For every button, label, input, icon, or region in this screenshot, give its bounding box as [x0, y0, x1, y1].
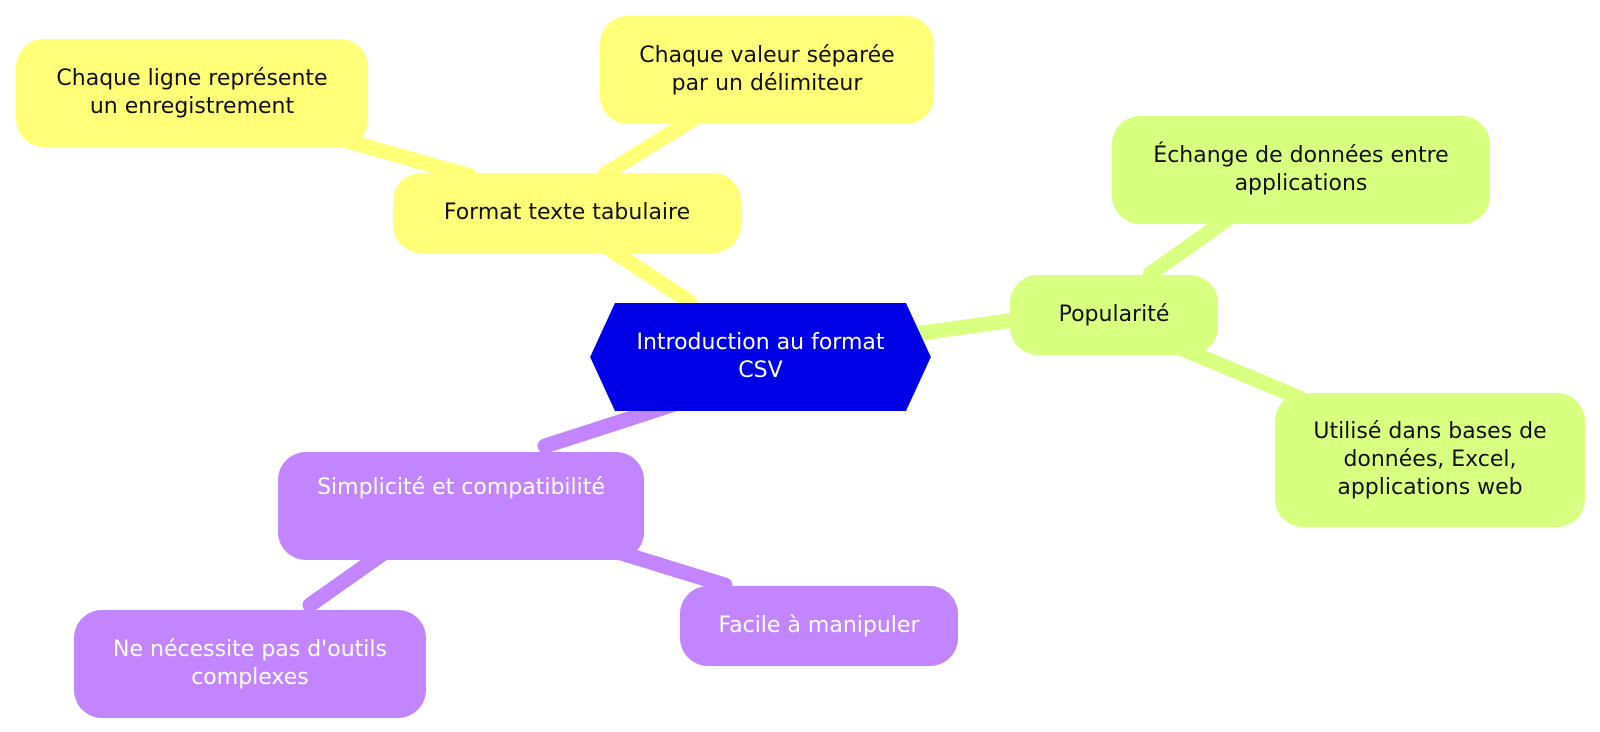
leaf-node-facile[interactable]: Facile à manipuler — [680, 586, 958, 666]
leaf-ligne-line1: Chaque ligne représente — [56, 66, 328, 91]
leaf-facile-label: Facile à manipuler — [718, 613, 920, 638]
leaf-valeur-line1: Chaque valeur séparée — [639, 43, 895, 68]
leaf-node-ligne[interactable]: Chaque ligne représente un enregistremen… — [16, 39, 368, 147]
connector-root-simplicite — [537, 396, 683, 454]
root-label-line2: CSV — [738, 358, 783, 383]
branch-label-popularite: Popularité — [1058, 302, 1170, 327]
leaf-echange-line2: applications — [1234, 171, 1368, 196]
leaf-utilise-line3: applications web — [1337, 475, 1523, 500]
leaf-echange-line1: Échange de données entre — [1153, 143, 1449, 168]
leaf-node-echange[interactable]: Échange de données entre applications — [1112, 116, 1490, 224]
branch-node-format[interactable]: Format texte tabulaire — [393, 173, 741, 253]
root-node[interactable]: Introduction au format CSV — [590, 303, 931, 411]
leaf-valeur-line2: par un délimiteur — [671, 71, 863, 96]
connector-root-format — [597, 238, 698, 310]
leaf-node-utilise[interactable]: Utilisé dans bases de données, Excel, ap… — [1275, 393, 1585, 527]
branch-label-simplicite: Simplicité et compatibilité — [317, 475, 605, 500]
branch-node-popularite[interactable]: Popularité — [1010, 275, 1218, 355]
leaf-outils-line2: complexes — [191, 665, 309, 690]
leaf-utilise-line1: Utilisé dans bases de — [1313, 419, 1547, 444]
leaf-ligne-line2: un enregistrement — [89, 94, 295, 119]
leaf-node-valeur[interactable]: Chaque valeur séparée par un délimiteur — [600, 16, 934, 124]
connector-root-popularite — [907, 312, 1023, 342]
leaf-node-outils[interactable]: Ne nécessite pas d'outils complexes — [74, 610, 426, 718]
root-label-line1: Introduction au format — [636, 330, 885, 355]
branch-label-format: Format texte tabulaire — [443, 200, 691, 225]
branch-node-simplicite[interactable]: Simplicité et compatibilité — [278, 452, 644, 560]
connector-popularite-utilise — [1172, 340, 1308, 406]
leaf-outils-line1: Ne nécessite pas d'outils — [113, 637, 387, 662]
connector-format-valeur — [597, 110, 703, 182]
leaf-utilise-line2: données, Excel, — [1343, 447, 1517, 472]
